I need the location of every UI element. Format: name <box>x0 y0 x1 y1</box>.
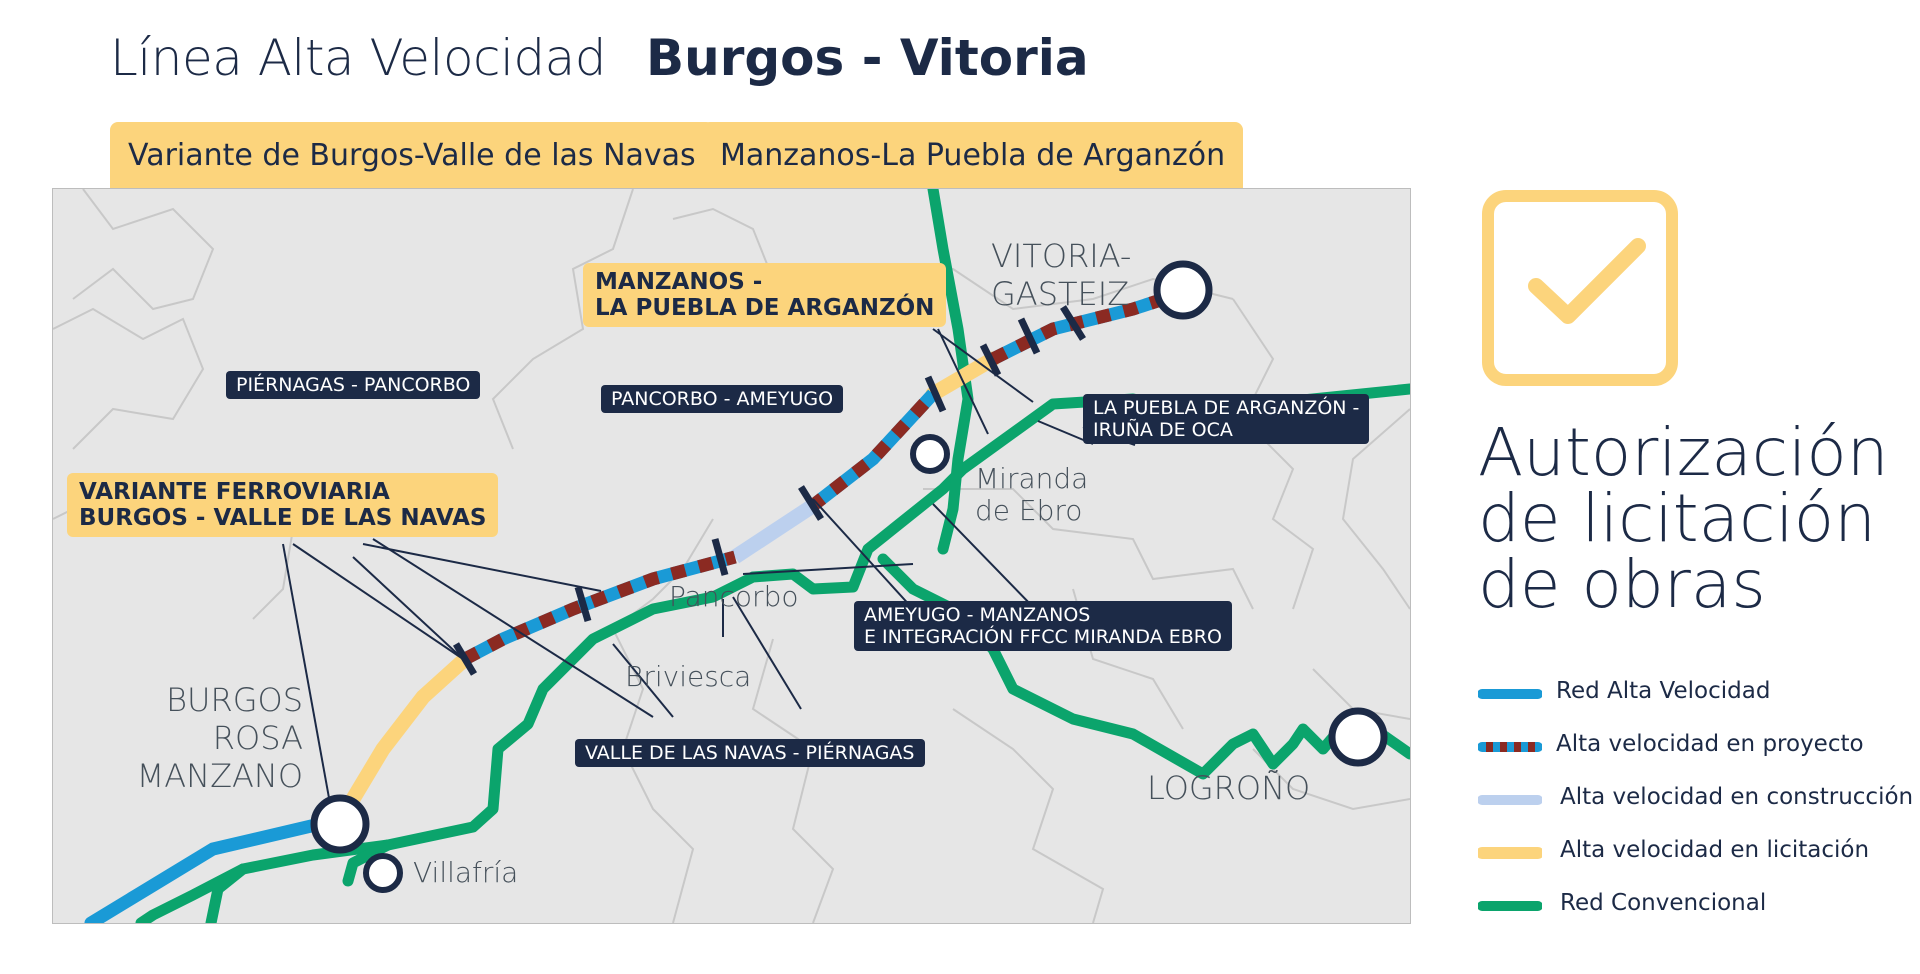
title-bold: Burgos - Vitoria <box>646 29 1089 87</box>
town-briviesca: Briviesca <box>625 660 752 693</box>
project-segments <box>461 289 1176 665</box>
leader-lines <box>282 328 1136 810</box>
legend-swatch-construction <box>1478 795 1542 805</box>
label-pancorbo-ameyugo: PANCORBO - AMEYUGO <box>601 385 844 413</box>
tab-manzanos[interactable]: Manzanos-La Puebla de Arganzón <box>702 122 1244 190</box>
section-ticks <box>452 305 1086 676</box>
check-icon <box>1482 190 1678 386</box>
legend-swatch-project <box>1478 742 1542 752</box>
label-puebla-iruna: LA PUEBLA DE ARGANZÓN - IRUÑA DE OCA <box>1083 394 1370 444</box>
label-valle-piernagas: VALLE DE LAS NAVAS - PIÉRNAGAS <box>575 739 925 767</box>
city-vitoria: VITORIA- GASTEIZ <box>991 237 1132 313</box>
label-manzanos-puebla: MANZANOS - LA PUEBLA DE ARGANZÓN <box>583 263 947 327</box>
town-pancorbo: Pancorbo <box>669 580 799 613</box>
legend-label: Red Convencional <box>1560 890 1767 916</box>
legend-label: Alta velocidad en construcción <box>1560 784 1914 810</box>
label-variante-burgos: VARIANTE FERROVIARIA BURGOS - VALLE DE L… <box>67 473 499 537</box>
stations <box>310 260 1388 893</box>
legend-swatch-high-speed <box>1478 689 1542 699</box>
title-light: Línea Alta Velocidad <box>110 29 607 87</box>
high-speed-existing <box>84 812 348 923</box>
legend-label: Alta velocidad en licitación <box>1560 837 1870 863</box>
legend-label: Red Alta Velocidad <box>1556 678 1771 704</box>
tab-variante-burgos[interactable]: Variante de Burgos-Valle de las Navas <box>110 122 714 190</box>
page-title: Línea Alta Velocidad Burgos - Vitoria <box>110 28 1089 88</box>
status-line-3: de obras <box>1478 546 1766 623</box>
legend-swatch-conventional <box>1478 901 1542 911</box>
status-line-1: Autorización <box>1478 414 1889 491</box>
legend-swatch-tender <box>1478 847 1542 859</box>
map-graphics <box>53 189 1410 923</box>
route-map: MANZANOS - LA PUEBLA DE ARGANZÓN VARIANT… <box>52 188 1411 924</box>
status-line-2: de licitación <box>1478 480 1876 557</box>
construction-segment <box>730 500 816 564</box>
label-ameyugo-manzanos: AMEYUGO - MANZANOS E INTEGRACIÓN FFCC MI… <box>854 601 1232 651</box>
status-text: Autorización de licitación de obras <box>1478 420 1889 618</box>
label-piernagas-pancorbo: PIÉRNAGAS - PANCORBO <box>226 371 481 399</box>
city-burgos: BURGOS ROSA MANZANO <box>136 681 303 795</box>
city-logrono: LOGROÑO <box>1147 769 1311 807</box>
legend-label: Alta velocidad en proyecto <box>1556 731 1864 757</box>
town-miranda: Miranda de Ebro <box>975 462 1089 527</box>
town-villafria: Villafría <box>413 856 519 889</box>
